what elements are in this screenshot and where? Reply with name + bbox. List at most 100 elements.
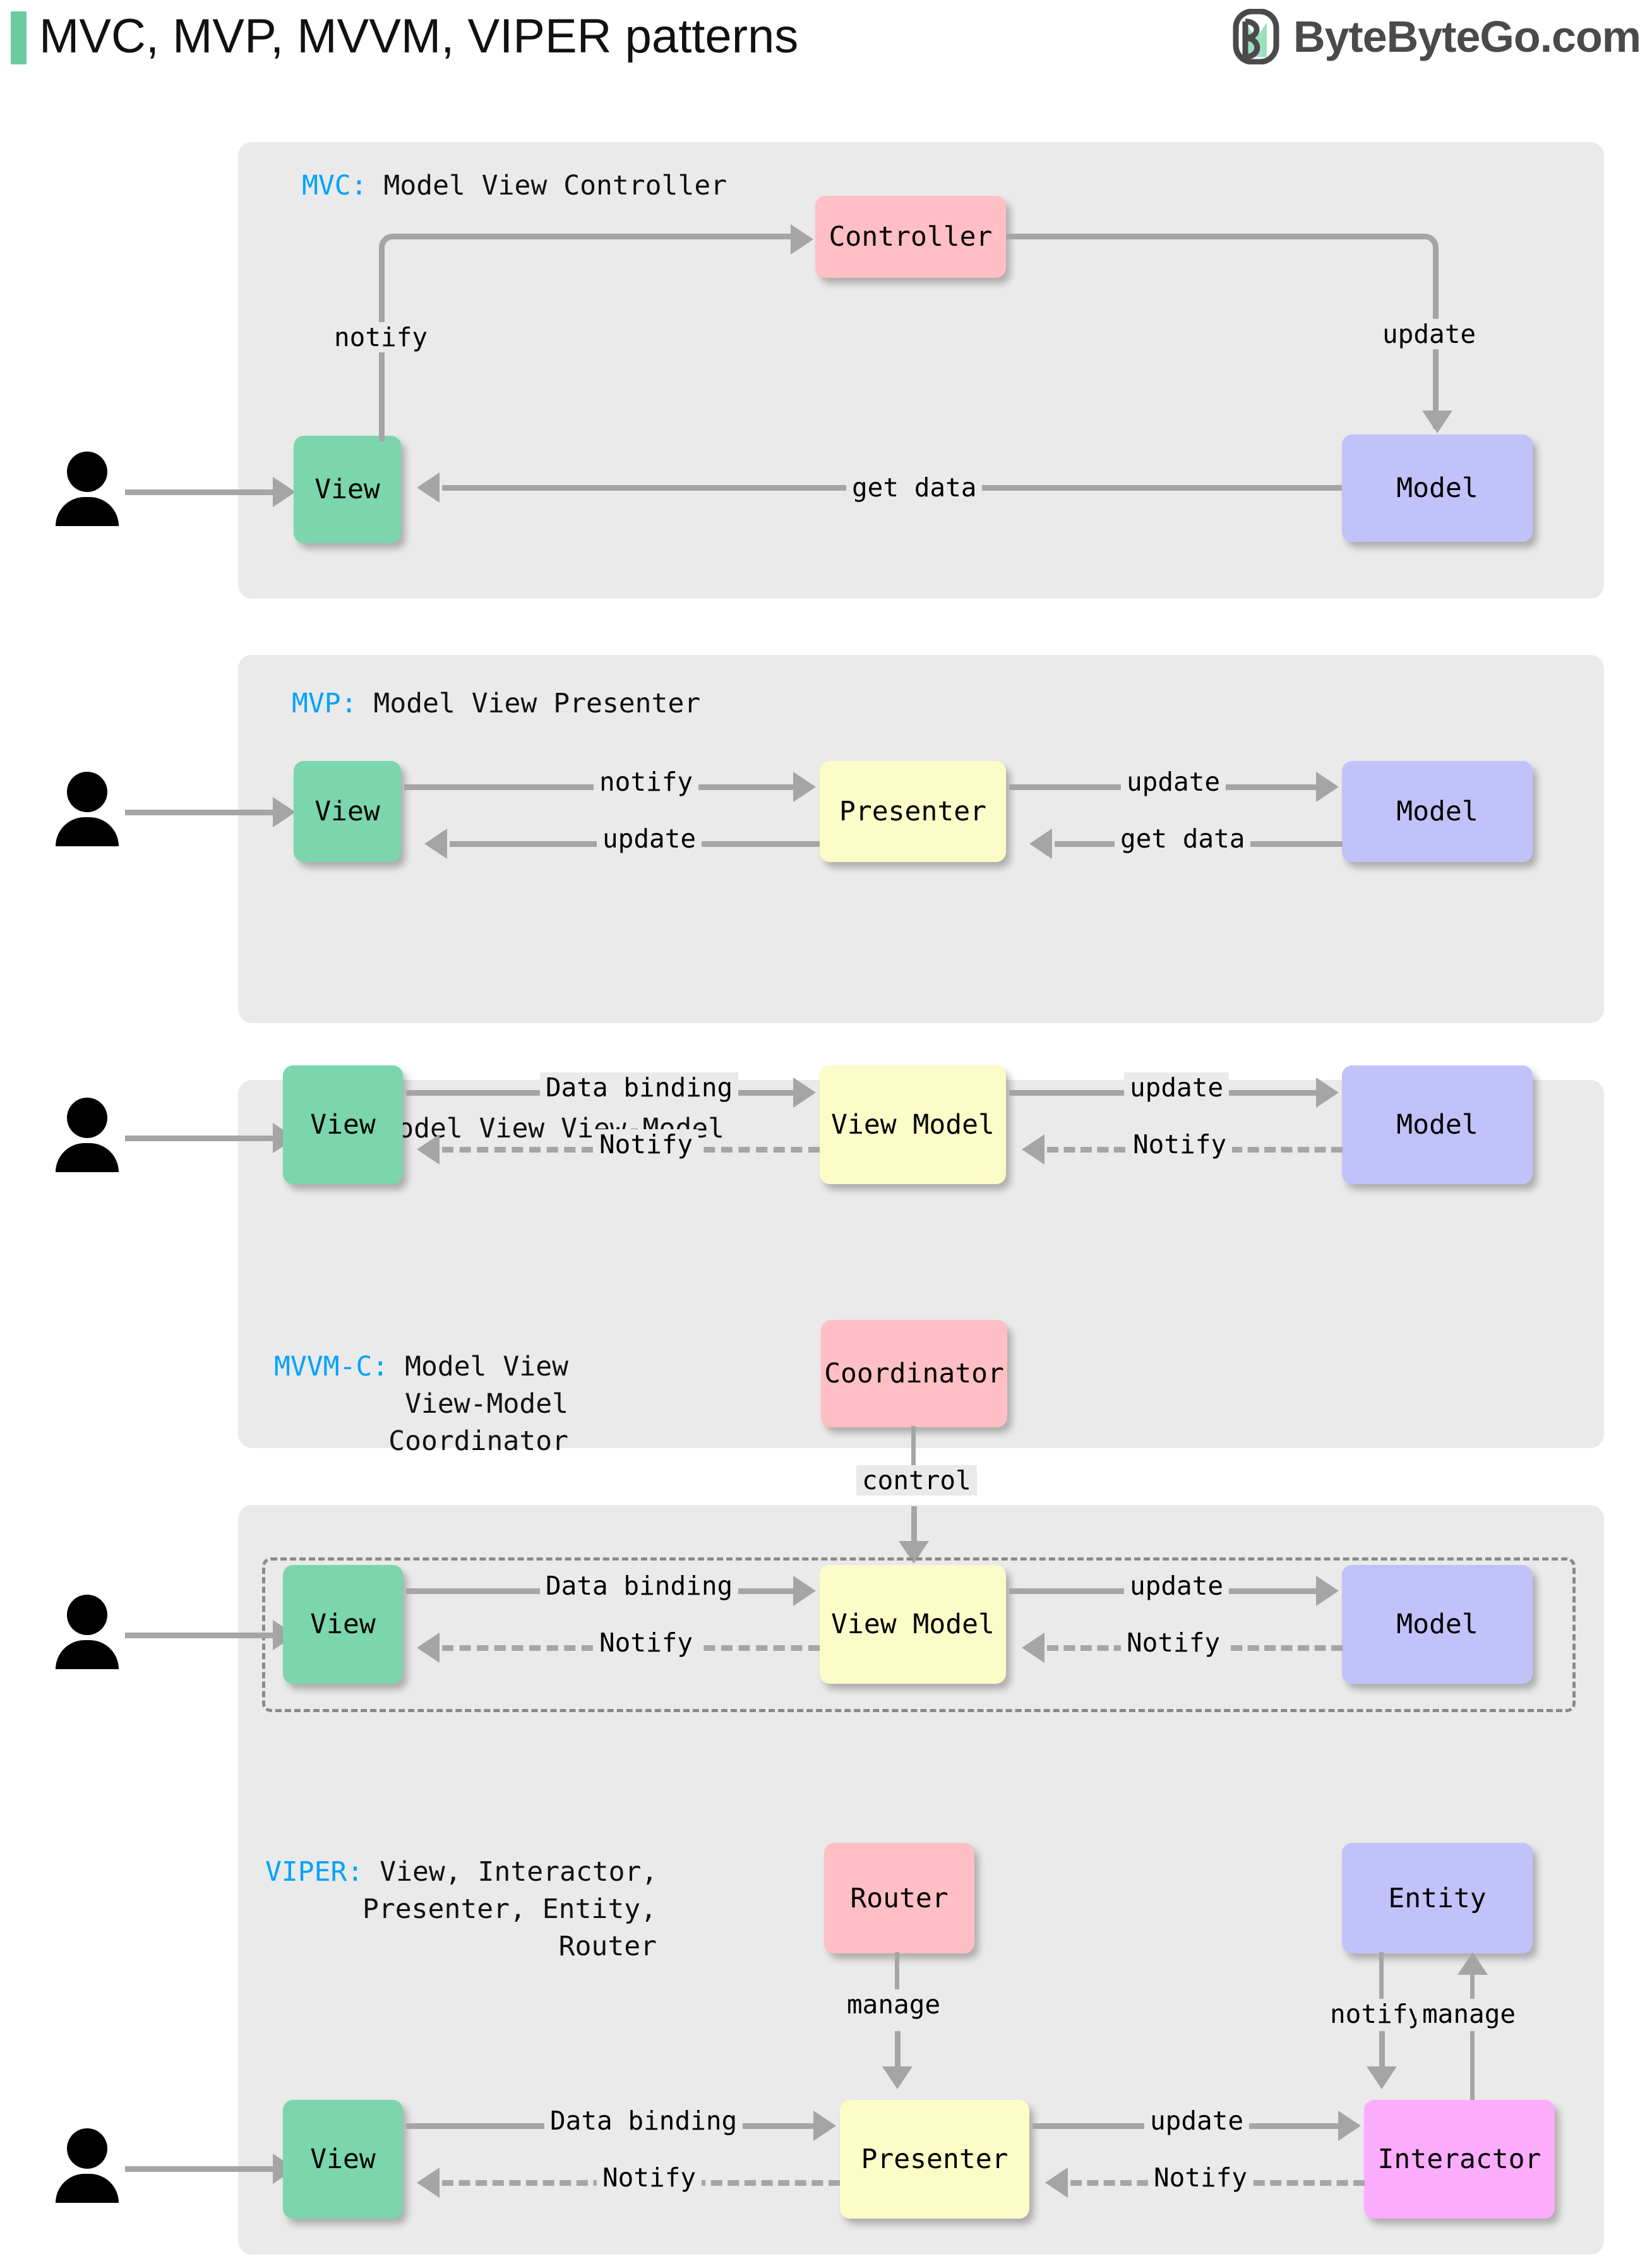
arrowhead-presenter-to-interactor-viper bbox=[1338, 2111, 1361, 2141]
user-icon-mvvm-c bbox=[56, 1595, 119, 1669]
arrowhead-controller-to-model-mvc bbox=[1422, 411, 1452, 433]
user-body bbox=[56, 1143, 119, 1172]
edge-label-manage-router-viper: manage bbox=[841, 1989, 947, 2020]
panel-title-text-mvvm-c-l3: Coordinator bbox=[388, 1425, 568, 1457]
node-model-mvvm-c[interactable]: Model bbox=[1342, 1565, 1533, 1684]
panel-title-prefix-mvvm-c: MVVM-C: bbox=[274, 1351, 389, 1382]
node-model-mvc[interactable]: Model bbox=[1342, 435, 1533, 542]
panel-title-mvp: MVP: Model View Presenter bbox=[292, 685, 700, 722]
edge-coordinator-to-viewmodel-mvvm-c bbox=[911, 1426, 916, 1477]
panel-title-text-viper-l1: View, Interactor, bbox=[363, 1856, 658, 1888]
node-interactor-viper[interactable]: Interactor bbox=[1364, 2100, 1555, 2219]
bytebytego-logo-icon bbox=[1233, 8, 1279, 65]
node-model-mvp[interactable]: Model bbox=[1342, 761, 1533, 862]
arrowhead-viewmodel-to-model-mvvm-c bbox=[1316, 1576, 1339, 1606]
arrowhead-view-to-controller-mvc bbox=[791, 224, 813, 255]
arrowhead-view-to-viewmodel-mvvm-c bbox=[793, 1576, 816, 1606]
arrowhead-notify-entity-viper bbox=[1367, 2066, 1397, 2089]
arrowhead-manage-entity-viper bbox=[1457, 1952, 1488, 1975]
panel-title-prefix-viper: VIPER: bbox=[265, 1856, 364, 1888]
node-view-mvvm-c[interactable]: View bbox=[283, 1565, 403, 1684]
edge-label-data-binding-mvvm-c: Data binding bbox=[540, 1571, 739, 1601]
edge-user-to-view-mvvm bbox=[125, 1136, 277, 1141]
arrowhead-viewmodel-to-view-mvvm bbox=[417, 1134, 440, 1165]
node-presenter-viper[interactable]: Presenter bbox=[840, 2100, 1029, 2219]
edge-label-notify-mvc: notify bbox=[328, 322, 434, 352]
edge-label-manage-entity-viper: manage bbox=[1416, 1999, 1522, 2029]
accent-bar bbox=[11, 11, 27, 64]
node-viewmodel-mvvm-c[interactable]: View Model bbox=[820, 1565, 1006, 1684]
edge-coordinator-to-viewmodel-mvvm-c-2 bbox=[911, 1506, 917, 1545]
edge-label-notify-right-viper: Notify bbox=[1148, 2162, 1254, 2193]
user-head bbox=[67, 452, 107, 492]
edge-user-to-view-mvp bbox=[125, 810, 277, 815]
edge-label-notify-mvp: notify bbox=[594, 767, 699, 797]
arrowhead-manage-router-viper bbox=[882, 2066, 913, 2089]
node-model-mvvm[interactable]: Model bbox=[1342, 1065, 1533, 1184]
panel-title-text-viper-l3: Router bbox=[558, 1931, 657, 1962]
user-body bbox=[56, 497, 119, 526]
user-icon-mvvm bbox=[56, 1098, 119, 1172]
edge-entity-to-interactor-viper bbox=[1379, 1952, 1384, 2010]
node-view-mvp[interactable]: View bbox=[294, 761, 401, 862]
node-entity-viper[interactable]: Entity bbox=[1342, 1843, 1533, 1953]
user-head bbox=[67, 772, 107, 812]
panel-title-text-viper-l2: Presenter, Entity, bbox=[362, 1893, 657, 1925]
edge-label-notify-right-mvvm-c: Notify bbox=[1121, 1628, 1226, 1658]
arrowhead-presenter-to-view-viper bbox=[417, 2167, 440, 2198]
arrowhead-user-to-view-mvp bbox=[273, 797, 296, 827]
edge-user-to-view-mvvm-c bbox=[125, 1633, 277, 1638]
page-title: MVC, MVP, MVVM, VIPER patterns bbox=[39, 9, 799, 63]
arrowhead-model-to-view-mvc bbox=[417, 472, 440, 503]
edge-label-control-mvvm-c: control bbox=[856, 1465, 977, 1496]
arrowhead-viewmodel-to-model-mvvm bbox=[1316, 1077, 1339, 1108]
user-icon-mvc bbox=[56, 452, 119, 526]
panel-title-text-mvc: Model View Controller bbox=[367, 170, 727, 201]
node-controller-mvc[interactable]: Controller bbox=[815, 196, 1006, 278]
user-body bbox=[56, 2174, 119, 2203]
arrowhead-view-to-presenter-mvp bbox=[793, 772, 816, 802]
user-icon-mvp bbox=[56, 772, 119, 846]
panel-title-prefix-mvc: MVC: bbox=[302, 170, 368, 201]
arrowhead-interactor-to-presenter-viper bbox=[1045, 2167, 1068, 2198]
user-body bbox=[56, 1640, 119, 1669]
user-head bbox=[67, 1595, 107, 1635]
node-coordinator-mvvm-c[interactable]: Coordinator bbox=[821, 1320, 1007, 1427]
edge-label-update-viper: update bbox=[1144, 2106, 1250, 2136]
node-view-mvc[interactable]: View bbox=[294, 436, 401, 543]
user-head bbox=[67, 2128, 107, 2169]
arrowhead-presenter-to-view-mvp bbox=[424, 829, 447, 859]
panel-title-text-mvvm-c-l1: Model View bbox=[388, 1351, 568, 1382]
user-body bbox=[56, 817, 119, 846]
edge-label-update-left-mvp: update bbox=[597, 824, 702, 854]
node-view-viper[interactable]: View bbox=[283, 2100, 403, 2219]
arrowhead-model-to-viewmodel-mvvm bbox=[1022, 1134, 1044, 1165]
panel-title-text-mvvm-c-l2: View-Model bbox=[405, 1388, 568, 1420]
panel-title-text-mvp: Model View Presenter bbox=[357, 688, 701, 719]
arrowhead-model-to-viewmodel-mvvm-c bbox=[1022, 1633, 1044, 1663]
edge-label-notify-right-mvvm: Notify bbox=[1127, 1129, 1233, 1160]
edge-router-to-presenter-viper-2 bbox=[895, 2031, 901, 2070]
edge-label-notify-left-mvvm: Notify bbox=[594, 1129, 699, 1160]
panel-title-mvc: MVC: Model View Controller bbox=[302, 167, 727, 205]
edge-user-to-view-viper bbox=[125, 2166, 277, 2172]
user-icon-viper bbox=[56, 2128, 119, 2203]
user-head bbox=[67, 1098, 107, 1138]
panel-title-viper: VIPER: View, Interactor, Presenter, Entit… bbox=[265, 1854, 657, 1965]
edge-label-data-binding-mvvm: Data binding bbox=[540, 1072, 739, 1103]
edge-interactor-to-entity-viper-2 bbox=[1470, 2031, 1475, 2101]
page-header: MVC, MVP, MVVM, VIPER patterns ByteByteG… bbox=[0, 0, 1652, 76]
node-viewmodel-mvvm[interactable]: View Model bbox=[820, 1065, 1006, 1184]
arrowhead-view-to-presenter-viper bbox=[813, 2111, 836, 2141]
bytebytego-logo-text: ByteByteGo.com bbox=[1293, 12, 1641, 61]
edge-interactor-to-entity-viper bbox=[1470, 1974, 1475, 2008]
edge-label-update-right-mvp: update bbox=[1121, 767, 1226, 797]
edge-label-update-mvc: update bbox=[1377, 319, 1482, 349]
node-view-mvvm[interactable]: View bbox=[283, 1065, 403, 1184]
node-router-viper[interactable]: Router bbox=[824, 1843, 974, 1953]
edge-controller-to-model-mvc bbox=[1006, 234, 1439, 429]
edge-label-data-binding-viper: Data binding bbox=[544, 2106, 743, 2136]
node-presenter-mvp[interactable]: Presenter bbox=[820, 761, 1006, 862]
edge-label-notify-entity-viper: notify bbox=[1324, 1999, 1430, 2029]
